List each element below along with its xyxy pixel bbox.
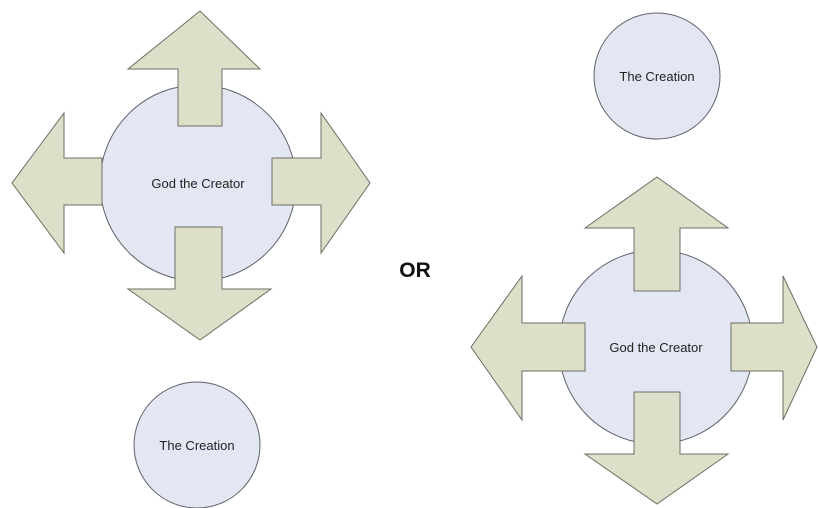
left-left-arrow — [11, 111, 103, 255]
left-creation-label: The Creation — [159, 438, 234, 453]
left-up-arrow — [126, 10, 262, 127]
right-left-arrow — [470, 274, 586, 422]
right-right-arrow — [730, 275, 818, 421]
left-down-arrow — [126, 226, 273, 341]
right-creator-label: God the Creator — [609, 340, 703, 355]
right-down-arrow — [583, 391, 730, 505]
left-creator-label: God the Creator — [151, 176, 245, 191]
right-diagram: The Creation God the Creator — [470, 12, 818, 505]
right-up-arrow — [583, 176, 730, 292]
left-creation-circle — [133, 381, 261, 508]
right-creation-circle — [593, 12, 721, 140]
left-diagram: God the Creator The Creation — [11, 10, 371, 508]
right-creation-label: The Creation — [619, 69, 694, 84]
or-separator: OR — [399, 259, 431, 282]
left-right-arrow — [271, 111, 371, 255]
